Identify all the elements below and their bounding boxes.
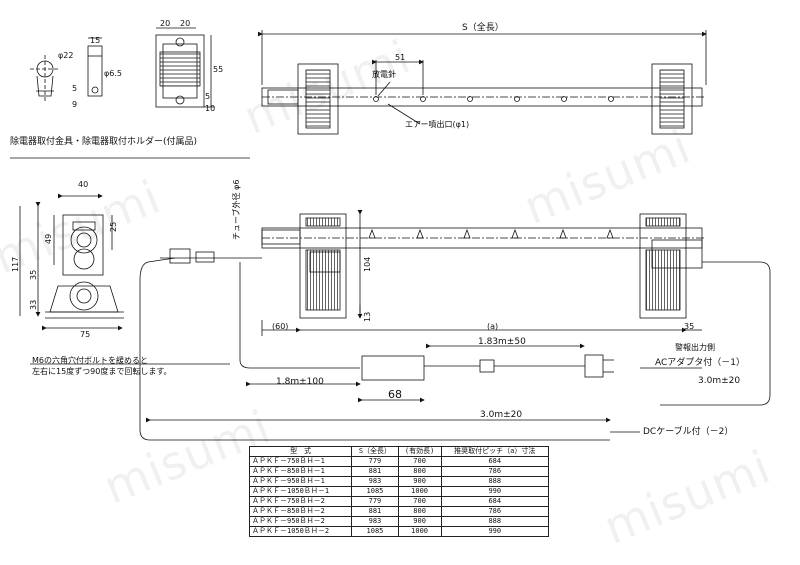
dim-label: 117: [11, 256, 20, 272]
column-header: (有効長): [397, 446, 442, 457]
column-header: 推奨取付ピッチ（a）寸法: [440, 446, 550, 457]
air-outlet-label: エアー噴出口(φ1): [405, 120, 470, 129]
needle-label: 放電針: [372, 70, 396, 79]
dim-label: 75: [80, 330, 91, 339]
table-cell: ＡＰＫＦ－850ＢＨ－2: [248, 506, 353, 517]
dim-label: 9: [72, 100, 78, 109]
cable-label: 3.0m±20: [698, 376, 741, 386]
dim-label: 15: [90, 36, 101, 45]
table-cell: 786: [440, 506, 550, 517]
table-cell: 684: [440, 456, 550, 467]
pitch-label: 51: [395, 53, 406, 62]
table-cell: 700: [397, 456, 442, 467]
dim-label: 40: [78, 180, 89, 189]
dim-label: 104: [363, 256, 372, 272]
table-cell: ＡＰＫＦ－950ＢＨ－2: [248, 516, 353, 527]
table-cell: 990: [440, 486, 550, 497]
table-cell: 888: [440, 476, 550, 487]
table-cell: 800: [397, 506, 442, 517]
dim-label: 10: [205, 104, 216, 113]
dim-label: 33: [29, 299, 38, 310]
spec-table: 型 式 S（全長） (有効長) 推奨取付ピッチ（a）寸法 ＡＰＫＦ－750ＢＨ－…: [248, 446, 550, 537]
table-cell: 1085: [351, 526, 399, 537]
table-cell: 779: [351, 456, 399, 467]
table-cell: ＡＰＫＦ－750ＢＨ－1: [248, 456, 353, 467]
cable-label: 1.83m±50: [478, 337, 526, 347]
cable-routing: [30, 248, 771, 441]
dim-label: 55: [213, 65, 224, 74]
alarm-side-label: 警報出力側: [675, 343, 715, 352]
table-cell: 990: [440, 526, 550, 537]
table-cell: 900: [397, 516, 442, 527]
table-cell: 684: [440, 496, 550, 507]
table-cell: 881: [351, 506, 399, 517]
dim-label: 20: [160, 19, 171, 28]
dim-label: 5: [205, 92, 211, 101]
front-view-bar: [261, 210, 706, 336]
dc-cable-label: DCケーブル付（－2）: [643, 427, 734, 437]
table-cell: 881: [351, 466, 399, 477]
s-length-label: S（全長）: [462, 23, 504, 33]
table-cell: 786: [440, 466, 550, 477]
table-cell: 1085: [351, 486, 399, 497]
dim-label: φ6.5: [104, 69, 122, 78]
cable-label: 3.0m±20: [480, 410, 523, 420]
table-cell: ＡＰＫＦ－1050ＢＨ－2: [248, 526, 353, 537]
dim-label: 13: [363, 311, 372, 322]
table-cell: 983: [351, 516, 399, 527]
table-header-row: 型 式 S（全長） (有効長) 推奨取付ピッチ（a）寸法: [248, 446, 550, 457]
accessory-caption: 除電器取付金具・除電器取付ホルダー(付属品): [10, 137, 198, 147]
rotation-note-line2: 左右に15度ずつ90度まで回転します。: [32, 367, 172, 376]
column-header: S（全長）: [351, 446, 399, 457]
top-view-bar: [258, 30, 707, 135]
dim-label: 5: [72, 84, 78, 93]
dim-label: (a): [487, 322, 499, 331]
dim-label: (60): [272, 322, 289, 331]
dim-label: 25: [109, 221, 118, 232]
accessory-clamp-view: [30, 37, 103, 102]
dim-label: 20: [180, 19, 191, 28]
table-cell: 700: [397, 496, 442, 507]
table-cell: 1000: [397, 526, 442, 537]
dim-label: 49: [44, 233, 53, 244]
dim-label: φ22: [58, 51, 74, 60]
table-cell: ＡＰＫＦ－1050ＢＨ－1: [248, 486, 353, 497]
table-cell: 800: [397, 466, 442, 477]
table-cell: ＡＰＫＦ－950ＢＨ－1: [248, 476, 353, 487]
tube-dia-label: チューブ外径 φ6: [232, 179, 241, 240]
table-cell: ＡＰＫＦ－750ＢＨ－2: [248, 496, 353, 507]
rotation-note-line1: M6の六角穴付ボルトを緩めると: [32, 356, 148, 365]
column-header: 型 式: [248, 446, 353, 457]
table-cell: 900: [397, 476, 442, 487]
end-view: [19, 193, 124, 331]
box-width-label: 68: [388, 388, 402, 401]
dim-label: 35: [29, 269, 38, 280]
table-cell: 779: [351, 496, 399, 507]
table-cell: ＡＰＫＦ－850ＢＨ－1: [248, 466, 353, 477]
table-cell: 983: [351, 476, 399, 487]
dim-label: 35: [684, 322, 695, 331]
table-cell: 888: [440, 516, 550, 527]
table-cell: 1000: [397, 486, 442, 497]
cable-label: 1.8m±100: [276, 377, 324, 387]
ac-adapter-label: ACアダプタ付（－1）: [655, 358, 746, 368]
accessory-holder-view: [155, 27, 214, 108]
